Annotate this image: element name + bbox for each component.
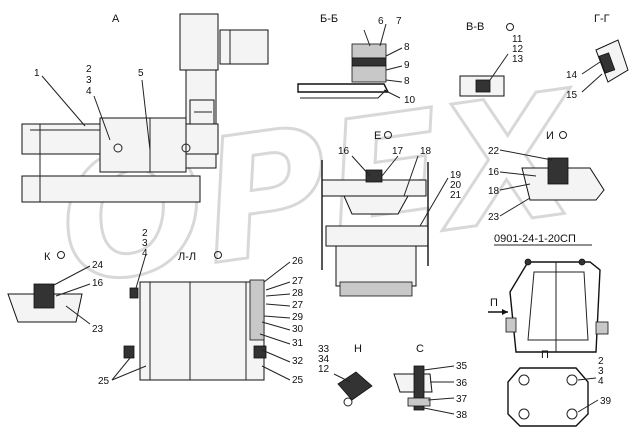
- callout-l28: 28: [292, 288, 304, 299]
- frame-lower: [21, 175, 201, 203]
- callout-i23: 23: [488, 212, 500, 223]
- s-bolt: [413, 365, 425, 411]
- callout-10: 10: [404, 95, 416, 106]
- view-gg: Г-Г 14 15: [566, 13, 629, 101]
- view-p-arrow: П: [490, 297, 498, 309]
- frame-outline: [509, 261, 601, 353]
- e-housing: [335, 245, 417, 287]
- view-a: А 1 2 3 4 5: [21, 13, 269, 203]
- callout-4: 4: [86, 86, 92, 97]
- callout-p3: 3: [598, 366, 604, 377]
- k-bolt: [33, 283, 55, 309]
- callout-l2: 2: [142, 228, 148, 239]
- view-vv-title: В-В: [466, 21, 484, 33]
- callout-5: 5: [138, 68, 144, 79]
- p-flange: [507, 367, 589, 427]
- s-bracket: [393, 373, 433, 393]
- layer-7: [351, 43, 387, 59]
- callout-n33: 33: [318, 344, 330, 355]
- callout-i22: 22: [488, 146, 500, 157]
- callout-l29: 29: [292, 312, 304, 323]
- callout-9: 9: [404, 60, 410, 71]
- callout-2: 2: [86, 64, 92, 75]
- callout-l25a: 25: [98, 376, 110, 387]
- view-e-title: Е: [374, 130, 381, 142]
- callout-l32: 32: [292, 356, 304, 367]
- view-p: П 2 3 4 39: [507, 349, 612, 427]
- callout-14: 14: [566, 70, 578, 81]
- callout-e19: 19: [450, 170, 462, 181]
- callout-l25b: 25: [292, 375, 304, 386]
- callout-l31: 31: [292, 338, 304, 349]
- callout-k24: 24: [92, 260, 104, 271]
- view-k: К 24 16 23: [7, 251, 104, 335]
- view-n-title: Н: [354, 343, 362, 355]
- callout-e18: 18: [420, 146, 432, 157]
- view-e: Е 16 17 18 19 20 21: [321, 130, 462, 297]
- callout-e20: 20: [450, 180, 462, 191]
- callout-8a: 8: [404, 42, 410, 53]
- assembly-title: 0901-24-1-20СП: [494, 233, 576, 245]
- callout-i16: 16: [488, 167, 500, 178]
- callout-k16: 16: [92, 278, 104, 289]
- view-bb-title: Б-Б: [320, 13, 338, 25]
- view-vv: В-В 11 12 13: [459, 21, 524, 97]
- view-k-title: К: [44, 251, 51, 263]
- callout-7: 7: [396, 16, 402, 27]
- callout-e17: 17: [392, 146, 404, 157]
- view-i: И 22 16 18 23: [488, 130, 605, 223]
- callout-s37: 37: [456, 394, 468, 405]
- n-block: [337, 371, 373, 401]
- callout-l26: 26: [292, 256, 304, 267]
- layer-9: [351, 65, 387, 83]
- callout-1: 1: [34, 68, 40, 79]
- callout-n12: 12: [318, 364, 330, 375]
- callout-p4: 4: [598, 376, 604, 387]
- view-ll-title: Л-Л: [178, 251, 196, 263]
- assembly-view: 0901-24-1-20СП П: [488, 233, 609, 353]
- bracket-top: [219, 29, 269, 65]
- callout-11: 11: [512, 34, 523, 45]
- callout-15: 15: [566, 90, 578, 101]
- callout-8b: 8: [404, 76, 410, 87]
- view-ll: Л-Л 2 3 4 26 27 28 27 29 30 31 32 25 25: [98, 228, 304, 387]
- view-n: Н 33 34 12: [318, 343, 373, 407]
- view-gg-title: Г-Г: [594, 13, 610, 25]
- layer-8: [351, 57, 387, 67]
- view-s: С 35 36 37 38: [393, 343, 468, 421]
- e-body: [343, 195, 409, 215]
- callout-e16: 16: [338, 146, 350, 157]
- callout-l4: 4: [142, 248, 148, 259]
- callout-13: 13: [512, 54, 524, 65]
- view-i-title: И: [546, 130, 554, 142]
- callout-i18: 18: [488, 186, 500, 197]
- view-bb: Б-Б 6 7 8 9 8 10: [297, 13, 416, 106]
- callout-s35: 35: [456, 361, 468, 372]
- callout-k23: 23: [92, 324, 104, 335]
- callout-l27b: 27: [292, 300, 304, 311]
- column-top: [179, 13, 219, 71]
- callout-p2: 2: [598, 356, 604, 367]
- view-a-title: А: [112, 13, 120, 25]
- callout-6: 6: [378, 16, 384, 27]
- callout-s36: 36: [456, 378, 468, 389]
- callout-p39: 39: [600, 396, 612, 407]
- callout-l27a: 27: [292, 276, 304, 287]
- callout-12: 12: [512, 44, 524, 55]
- ll-casing: [139, 281, 265, 381]
- callout-e21: 21: [450, 190, 462, 201]
- e-bolt: [365, 169, 383, 183]
- view-s-title: С: [416, 343, 424, 355]
- callout-n34: 34: [318, 354, 330, 365]
- callout-3: 3: [86, 75, 92, 86]
- callout-l30: 30: [292, 324, 304, 335]
- i-bolt: [547, 157, 569, 185]
- view-p-title: П: [541, 349, 549, 361]
- callout-l3: 3: [142, 238, 148, 249]
- callout-s38: 38: [456, 410, 468, 421]
- mount-plate: [99, 117, 187, 173]
- e-flange: [325, 225, 429, 247]
